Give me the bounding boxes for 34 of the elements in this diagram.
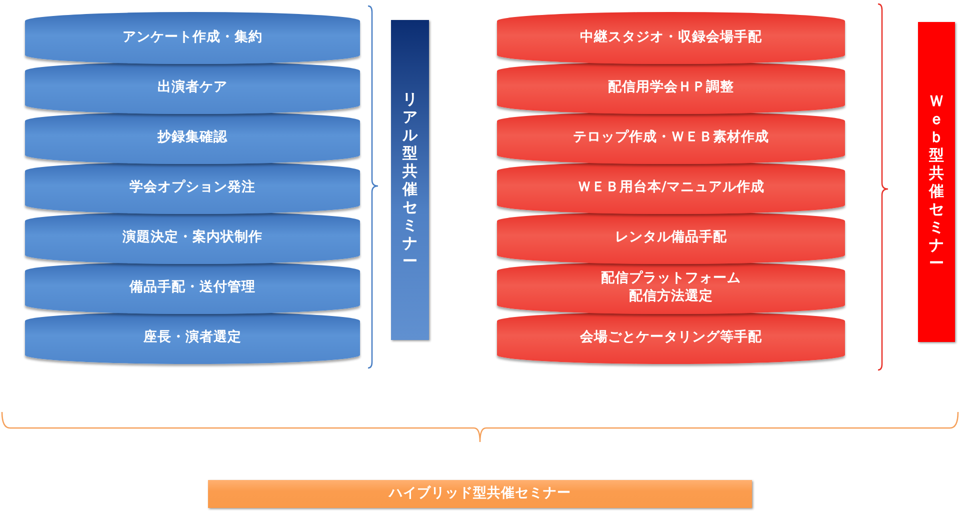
item-label: ＷＥＢ用台本/マニュアル作成 [578,179,764,197]
item-label: 出演者ケア [158,79,228,97]
stack-layer [25,162,360,214]
stack-layer [497,212,845,264]
item-label: 学会オプション発注 [130,179,256,197]
stack-layer [25,262,360,314]
item-label: ハイブリッド型共催セミナー [389,485,571,503]
item-label: 座長・演者選定 [144,329,242,347]
item-label: 配信用学会ＨＰ調整 [608,79,734,97]
item-label: 中継スタジオ・収録会場手配 [580,29,762,47]
stack-layer [25,112,360,164]
item-label: テロップ作成・ＷＥＢ素材作成 [573,129,769,147]
item-label: アンケート作成・集約 [122,29,262,47]
vertical-label: リアル型共催セミナー [402,90,418,270]
item-label: 会場ごとケータリング等手配 [580,329,762,347]
stack-layer [25,312,360,364]
item-label: 抄録集確認 [158,129,228,147]
item-label: 演題決定・案内状制作 [122,229,262,247]
stack-layer [25,212,360,264]
stack-layer [25,62,360,114]
vertical-label: Ｗｅｂ型共催セミナー [928,92,944,272]
stack-layer [497,112,845,164]
stack-layer [497,262,845,314]
category-bar [918,22,955,342]
stack-layer [497,62,845,114]
stack-layer [497,12,845,64]
stack-layer [25,12,360,64]
stack-layer [497,312,845,364]
category-bar [391,20,429,340]
item-label: 備品手配・送付管理 [130,279,256,297]
category-bar [208,480,752,508]
item-label: レンタル備品手配 [615,229,727,247]
item-label: 配信プラットフォーム配信方法選定 [600,270,742,306]
stack-layer [497,162,845,214]
